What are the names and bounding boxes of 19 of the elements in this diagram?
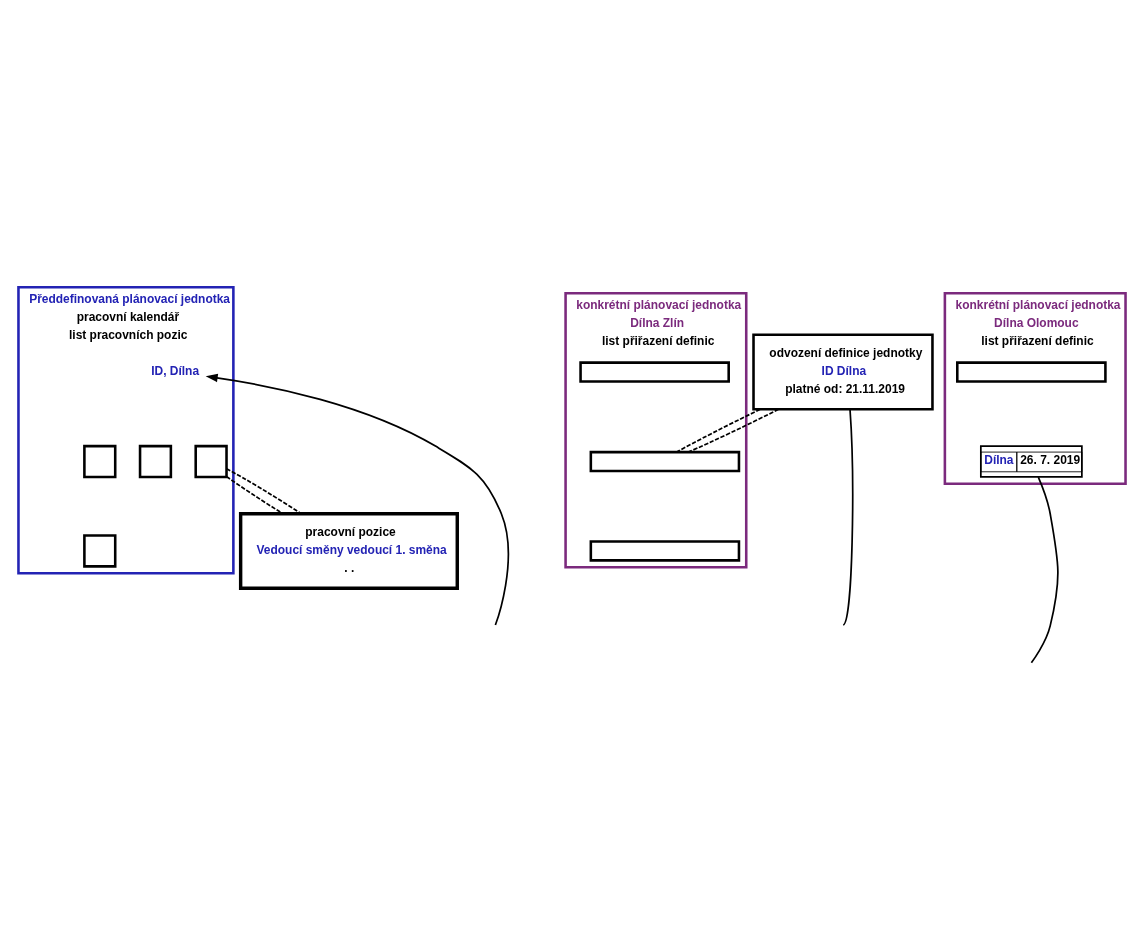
node-box — [83, 534, 117, 568]
cluster: konkrétní plánovací jednotka Dílna Zlín list přiřazení definic — [564, 292, 748, 569]
connector — [687, 408, 780, 453]
node-bar — [589, 540, 741, 562]
connector — [842, 408, 854, 626]
connector — [675, 408, 761, 453]
arrow — [205, 373, 510, 626]
node-box: pracovní pozice Vedoucí směny vedoucí 1. směna . . — [238, 512, 459, 590]
node-box — [194, 444, 228, 479]
node-box: odvození definice jednotky ID Dílna platné od: 21.11.2019 — [752, 333, 934, 411]
connector — [225, 475, 284, 515]
connector — [225, 467, 303, 515]
node-bar — [589, 450, 741, 473]
node-bar — [956, 361, 1107, 383]
connector — [1030, 476, 1059, 664]
node-box — [83, 444, 117, 479]
node-text: ID, Dílna — [151, 363, 200, 378]
node-box — [138, 444, 173, 479]
node-bar — [579, 361, 730, 383]
